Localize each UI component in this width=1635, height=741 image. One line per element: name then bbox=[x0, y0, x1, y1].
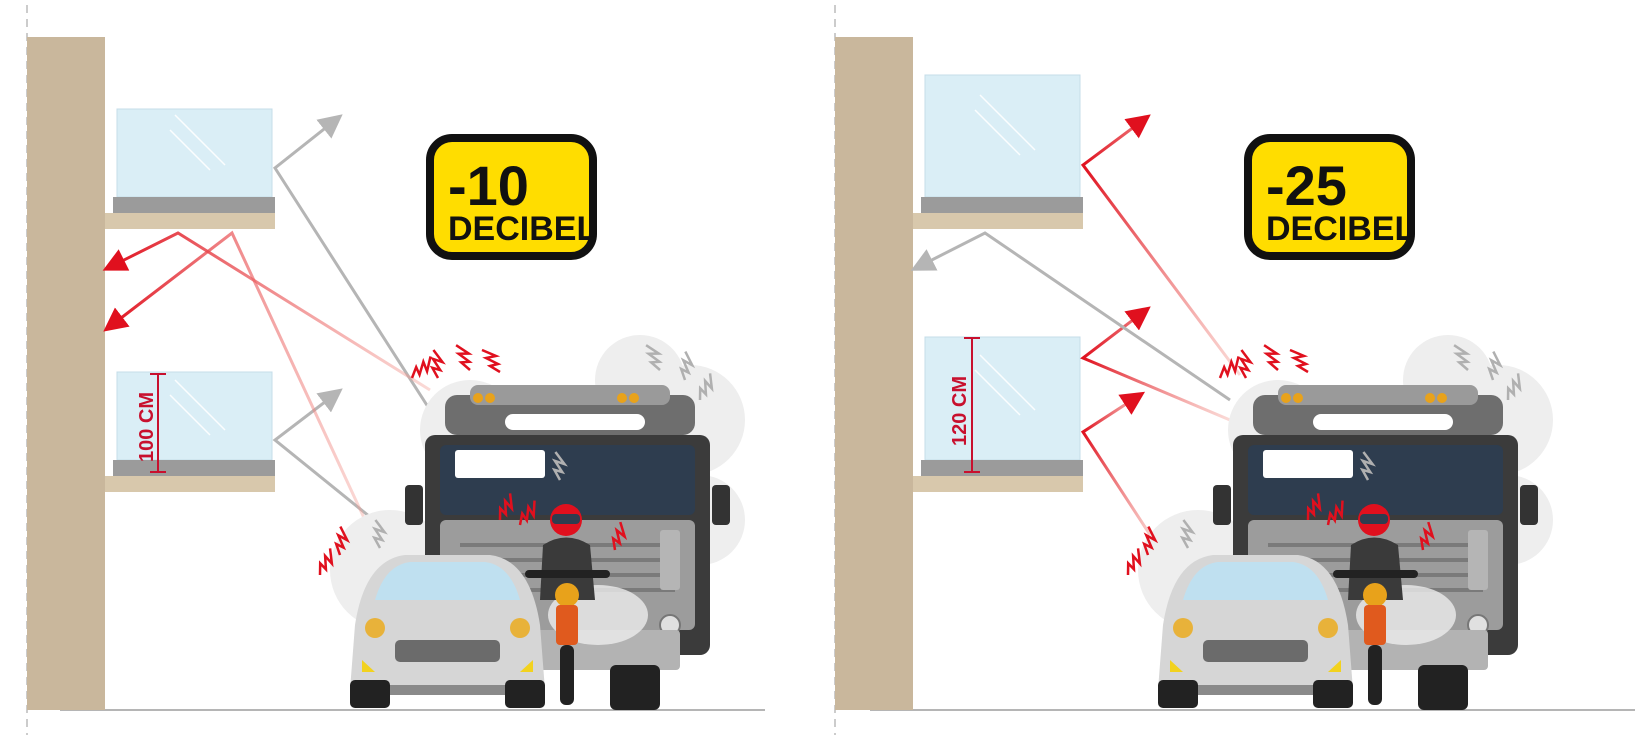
traffic bbox=[1119, 335, 1553, 710]
balcony-slab-upper bbox=[913, 213, 1083, 229]
height-label: 100 CM bbox=[136, 392, 158, 462]
sound-arrows bbox=[910, 114, 1242, 551]
building-wall bbox=[835, 37, 913, 710]
decibel-unit: DECIBEL bbox=[1266, 210, 1415, 248]
decibel-badge: -25 DECIBEL bbox=[1244, 134, 1415, 260]
height-dimension: 120 CM bbox=[949, 337, 980, 473]
building-wall bbox=[27, 37, 105, 710]
panel-left: 100 CM -10 DECIBEL bbox=[26, 5, 765, 735]
decibel-unit: DECIBEL bbox=[448, 210, 597, 248]
glass-balustrade-upper bbox=[924, 74, 1081, 198]
sound-arrows bbox=[102, 114, 432, 527]
glass-balustrade-lower bbox=[116, 371, 273, 461]
panel-right: 120 CM -25 DECIBEL bbox=[834, 5, 1635, 735]
traffic bbox=[311, 335, 745, 710]
balcony-slab-lower bbox=[105, 476, 275, 492]
height-label: 120 CM bbox=[949, 376, 971, 446]
decibel-value: -10 bbox=[448, 154, 529, 217]
decibel-value: -25 bbox=[1266, 154, 1347, 217]
height-dimension: 100 CM bbox=[136, 373, 166, 473]
decibel-badge: -10 DECIBEL bbox=[426, 134, 597, 260]
glass-balustrade-upper bbox=[116, 108, 273, 198]
balcony-slab-lower bbox=[913, 476, 1083, 492]
balcony-slab-upper bbox=[105, 213, 275, 229]
